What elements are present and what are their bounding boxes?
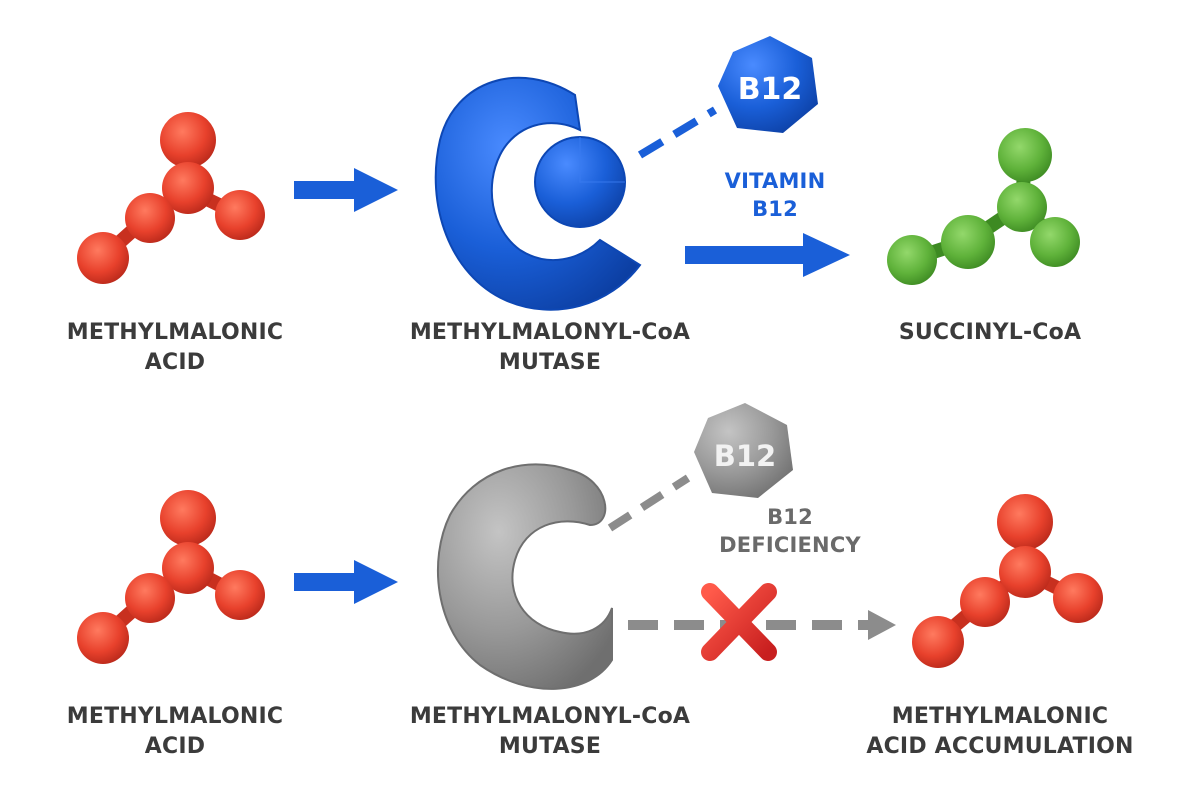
cofactor-link: [607, 474, 691, 532]
substrate-label-line2: ACID: [144, 350, 206, 375]
accumulation-label: METHYLMALONIC ACID ACCUMULATION: [860, 702, 1140, 762]
deficiency-label-line1: B12: [767, 505, 813, 529]
substrate-label: METHYLMALONIC ACID: [55, 318, 295, 378]
blocked-x-icon: [701, 583, 777, 661]
arrow-icon: [294, 168, 398, 212]
product-label-line1: SUCCINYL-CoA: [898, 320, 1082, 345]
vitamin-label-line1: VITAMIN: [724, 169, 826, 193]
molecule-icon: [77, 490, 265, 664]
accumulation-label-line2: ACID ACCUMULATION: [866, 734, 1134, 759]
accumulation-label-line1: METHYLMALONIC: [891, 704, 1109, 729]
b12-hexagon-icon: B12: [694, 403, 793, 498]
b12-badge-label: B12: [738, 72, 803, 107]
cofactor-link: [637, 106, 718, 159]
substrate-label-line1: METHYLMALONIC: [66, 704, 284, 729]
substrate-label: METHYLMALONIC ACID: [55, 702, 295, 762]
arrow-icon: [294, 560, 398, 604]
enzyme-label-line2: MUTASE: [498, 350, 602, 375]
substrate-label-line1: METHYLMALONIC: [66, 320, 284, 345]
enzyme-label-line1: METHYLMALONYL-CoA: [409, 704, 691, 729]
product-label: SUCCINYL-CoA: [870, 318, 1110, 348]
molecule-icon: [887, 128, 1080, 285]
vitamin-label-line2: B12: [752, 197, 798, 221]
enzyme-label-line2: MUTASE: [498, 734, 602, 759]
arrow-icon: [685, 233, 850, 277]
enzyme-icon: [436, 463, 613, 690]
enzyme-label: METHYLMALONYL-CoA MUTASE: [390, 702, 710, 762]
molecule-icon: [912, 494, 1103, 668]
deficiency-label-line2: DEFICIENCY: [719, 533, 861, 557]
enzyme-label-line1: METHYLMALONYL-CoA: [409, 320, 691, 345]
enzyme-icon: [434, 76, 642, 311]
b12-hexagon-icon: B12: [718, 36, 818, 133]
vitamin-label: VITAMIN B12: [700, 167, 850, 223]
b12-badge-label: B12: [714, 439, 776, 473]
deficiency-label: B12 DEFICIENCY: [690, 503, 890, 559]
substrate-label-line2: ACID: [144, 734, 206, 759]
enzyme-label: METHYLMALONYL-CoA MUTASE: [390, 318, 710, 378]
molecule-icon: [77, 112, 265, 284]
